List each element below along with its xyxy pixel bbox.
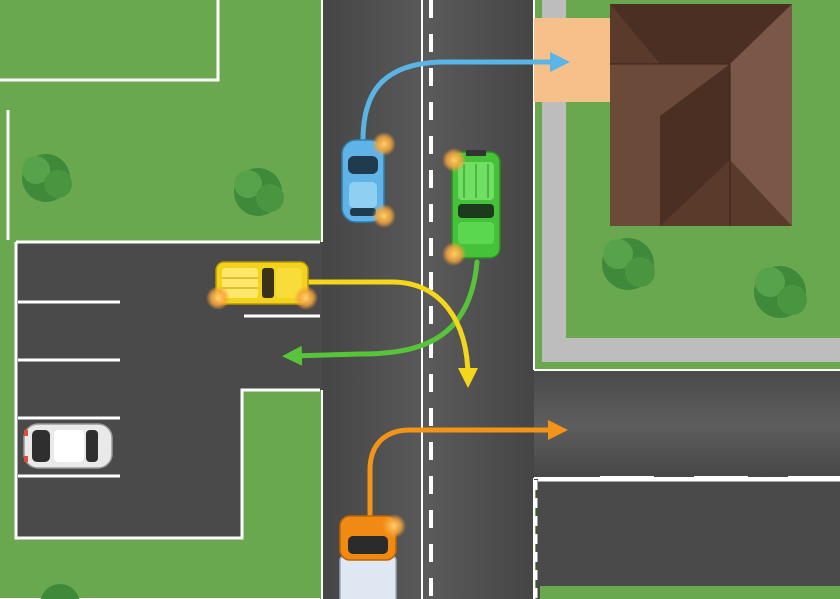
blue-car (341, 132, 396, 228)
tree-5 (40, 584, 80, 599)
green-pickup (442, 148, 501, 266)
top-left-lot (0, 0, 220, 240)
tree-2 (234, 168, 284, 216)
house-lot (534, 0, 840, 362)
tree-4 (754, 266, 807, 318)
yellow-pickup-turn-signal (206, 286, 230, 310)
yellow-pickup (206, 261, 318, 310)
white-car (23, 423, 113, 469)
green-path (282, 259, 480, 366)
orange-path (367, 420, 568, 523)
vertical-road (322, 0, 534, 599)
orange-truck-turn-signal (382, 514, 406, 538)
orange-truck (339, 514, 406, 599)
blue-car-turn-signal (372, 132, 396, 156)
tree-1 (22, 154, 72, 202)
tree-3 (602, 238, 655, 290)
horizontal-road (534, 370, 840, 480)
house-roof (610, 4, 792, 226)
blue-path (360, 52, 570, 143)
parking-lot (14, 240, 322, 540)
yellow-path (297, 279, 478, 388)
center-line (421, 0, 433, 599)
green-pickup-turn-signal (442, 148, 466, 172)
